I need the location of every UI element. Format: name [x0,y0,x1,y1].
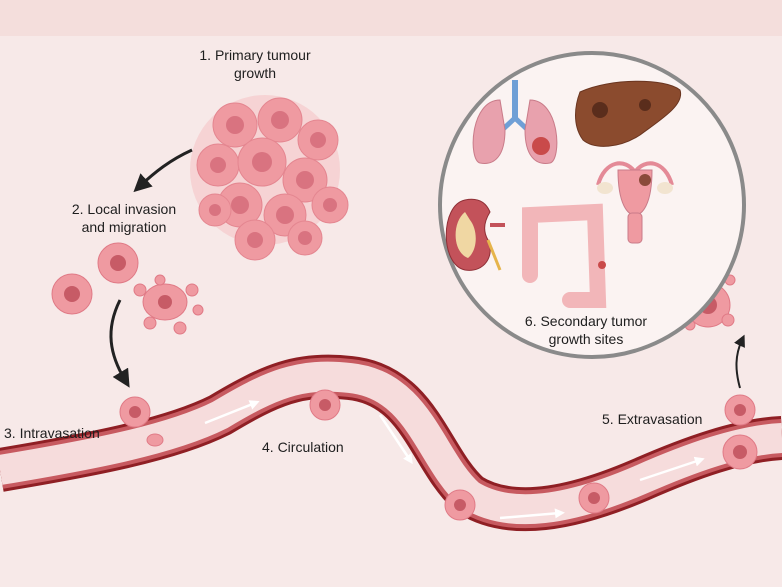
step2-line2: and migration [81,219,167,235]
circulating-cells-icon [309,389,610,521]
arrow-2-to-3 [109,299,130,388]
step3-label: 3. Intravasation [4,425,100,441]
step6-line2: growth sites [548,331,624,347]
colon-lesion-icon [598,261,606,269]
step6-line1: 6. Secondary tumor [524,313,648,329]
step5-label: 5. Extravasation [602,411,703,427]
liver-icon [575,80,682,147]
arrow-1-to-2 [133,148,193,193]
colon-icon [522,203,607,308]
arrow-5-to-6 [734,334,745,389]
step2-line1: 2. Local invasion [71,201,177,217]
top-band [0,0,782,36]
step1-line2: growth [233,65,277,81]
intravasating-cell-icon [119,396,164,447]
step1-line1: 1. Primary tumour [199,47,311,63]
kidney-icon [445,198,505,271]
primary-tumour-icon [190,95,349,261]
migrating-cells-icon [51,242,204,335]
lungs-icon [472,80,558,164]
uterus-icon [596,161,674,244]
step6-label: 6. Secondary tumor growth sites [496,312,676,348]
step2-label: 2. Local invasion and migration [44,200,204,236]
flow-arrows [204,400,705,520]
step4-label: 4. Circulation [262,439,344,455]
step1-label: 1. Primary tumour growth [180,46,330,82]
